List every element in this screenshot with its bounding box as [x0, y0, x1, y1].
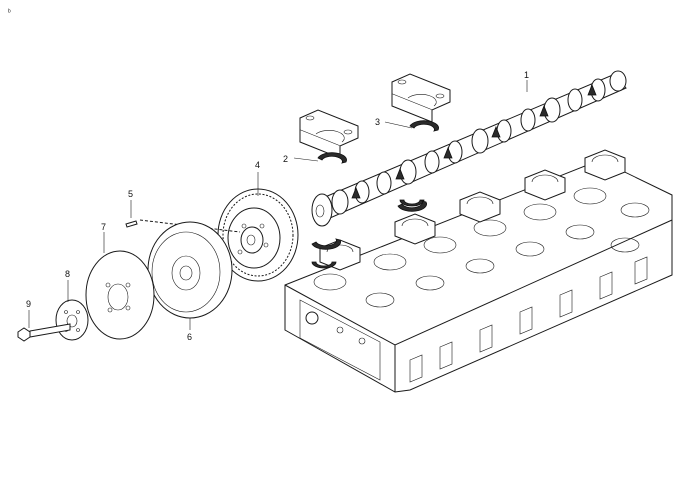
callout-1: 1	[524, 70, 529, 80]
corner-mark: ᵇ	[8, 9, 11, 16]
flange-washer	[55, 299, 89, 341]
bearing-shell-upper-pair	[311, 120, 439, 250]
callout-6: 6	[187, 332, 192, 342]
leader-lines	[28, 80, 528, 330]
cam-gear	[217, 188, 299, 282]
callout-8: 8	[65, 269, 70, 279]
camshaft	[311, 70, 627, 227]
bearing-cap-lower	[299, 109, 359, 159]
cylinder-head	[284, 149, 673, 393]
bearing-cap-upper	[391, 73, 451, 123]
vibration-damper	[147, 221, 233, 319]
callout-7: 7	[101, 222, 106, 232]
callout-3: 3	[375, 117, 380, 127]
callout-4: 4	[255, 160, 260, 170]
center-bolt	[17, 323, 71, 342]
callout-2: 2	[283, 154, 288, 164]
callout-5: 5	[128, 189, 133, 199]
callout-9: 9	[26, 299, 31, 309]
thrust-plate	[85, 250, 155, 340]
